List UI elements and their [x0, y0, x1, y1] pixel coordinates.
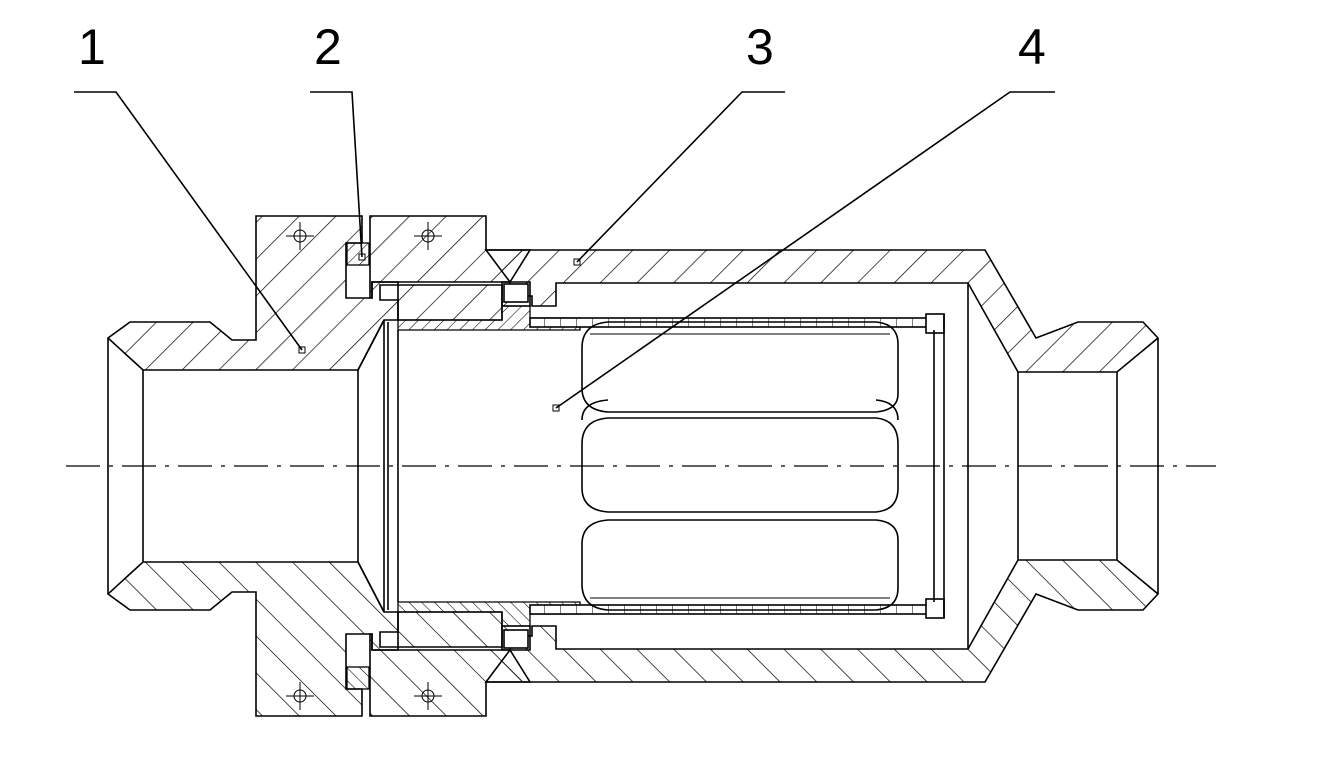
left-bore	[107, 319, 385, 613]
filter-element	[581, 321, 899, 611]
right-bore	[1017, 338, 1159, 594]
lower-half	[107, 559, 1159, 717]
leader-lines	[74, 91, 1055, 412]
inner-tube	[387, 283, 969, 649]
callout-label-2: 2	[314, 19, 342, 75]
callout-label-1: 1	[78, 19, 106, 75]
callout-label-3: 3	[746, 19, 774, 75]
hole-marks	[286, 222, 442, 710]
upper-half	[107, 215, 1159, 373]
callout-label-4: 4	[1018, 19, 1046, 75]
